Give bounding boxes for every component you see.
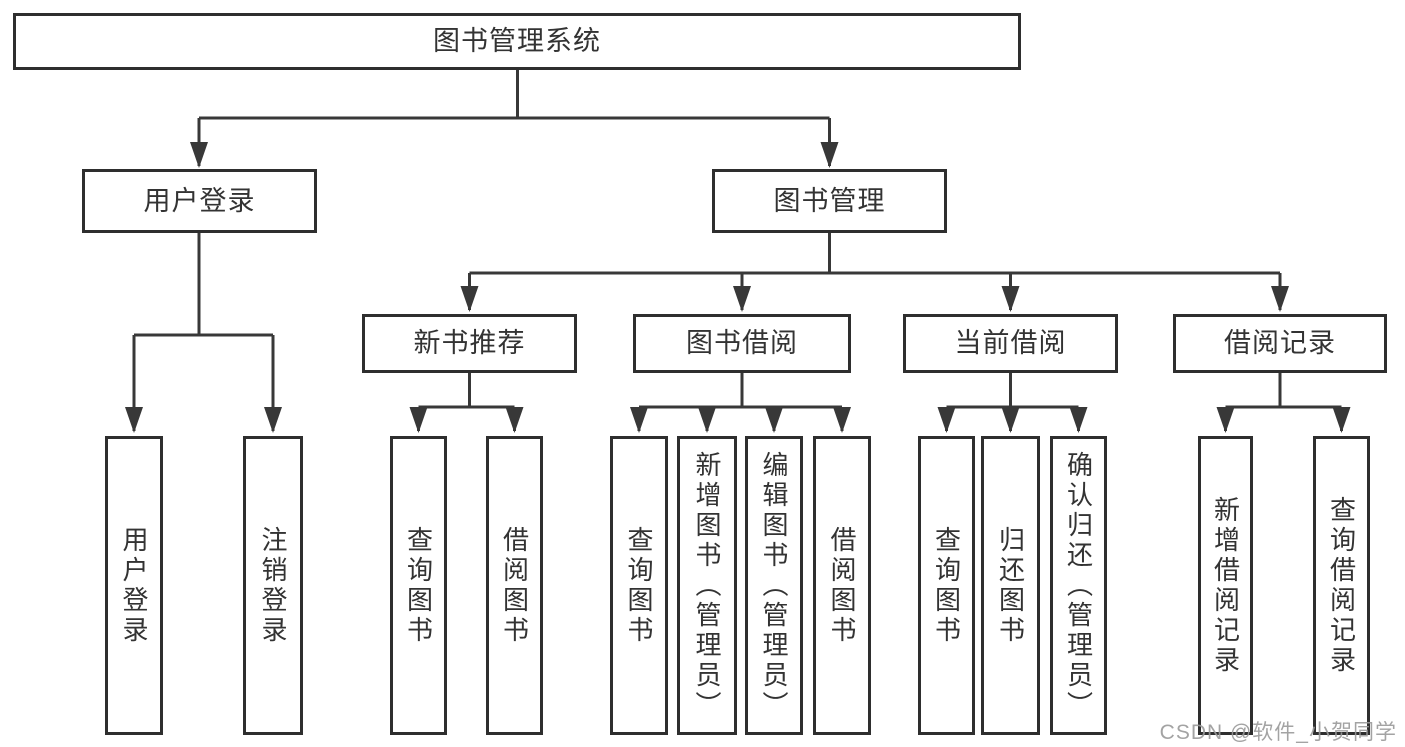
- node-borrow-records: 借阅记录: [1173, 314, 1387, 373]
- node-leaf-bb-query-books: 查询图书: [610, 436, 668, 735]
- node-label: 注销登录: [258, 525, 288, 646]
- node-leaf-cur-return-books: 归还图书: [981, 436, 1040, 735]
- node-label: 新增借阅记录: [1210, 495, 1241, 676]
- node-label: 图书管理: [773, 185, 886, 216]
- node-label: 查询图书: [624, 525, 654, 646]
- node-leaf-rec-query-books: 查询图书: [390, 436, 447, 735]
- node-label: 借阅图书: [827, 525, 857, 646]
- node-current-borrow: 当前借阅: [903, 314, 1118, 373]
- connector-book-mgmt-children: [460, 233, 1289, 312]
- node-label: 当前借阅: [954, 328, 1067, 358]
- connector-current-borrow-children: [937, 373, 1088, 433]
- node-label: 新书推荐: [413, 328, 526, 358]
- node-book-borrow: 图书借阅: [633, 314, 851, 373]
- node-leaf-bb-add-books: 新增图书（管理员）: [677, 436, 737, 735]
- connector-new-book-rec-children: [409, 373, 524, 433]
- node-leaf-add-borrow-record: 新增借阅记录: [1198, 436, 1253, 735]
- connector-book-borrow-children: [630, 373, 851, 433]
- node-leaf-bb-edit-books: 编辑图书（管理员）: [745, 436, 803, 735]
- node-root: 图书管理系统: [13, 13, 1021, 70]
- node-label: 借阅图书: [499, 525, 530, 646]
- node-label: 查询借阅记录: [1326, 495, 1357, 676]
- connector-user-login-children: [125, 233, 282, 433]
- node-book-mgmt: 图书管理: [712, 169, 947, 233]
- node-new-book-rec: 新书推荐: [362, 314, 577, 373]
- node-label: 查询图书: [931, 525, 962, 646]
- connector-borrow-records-children: [1216, 373, 1351, 433]
- node-leaf-cur-confirm-return: 确认归还（管理员）: [1050, 436, 1107, 735]
- node-label: 查询图书: [403, 525, 434, 646]
- node-leaf-rec-borrow-books: 借阅图书: [486, 436, 543, 735]
- node-leaf-bb-borrow-books: 借阅图书: [813, 436, 871, 735]
- node-label: 用户登录: [143, 185, 256, 216]
- node-leaf-logout: 注销登录: [243, 436, 303, 735]
- node-label: 编辑图书（管理员）: [759, 450, 789, 721]
- node-label: 确认归还（管理员）: [1063, 450, 1094, 721]
- node-leaf-query-borrow-record: 查询借阅记录: [1313, 436, 1370, 735]
- node-leaf-login: 用户登录: [105, 436, 163, 735]
- connector-root-to-level1: [190, 70, 839, 168]
- node-label: 归还图书: [995, 525, 1026, 646]
- node-label: 用户登录: [119, 525, 149, 646]
- node-label: 新增图书（管理员）: [692, 450, 722, 721]
- csdn-watermark: CSDN @软件_小贺同学: [1159, 721, 1397, 744]
- node-label: 图书管理系统: [433, 26, 601, 56]
- node-label: 图书借阅: [686, 328, 798, 358]
- node-leaf-cur-query-books: 查询图书: [918, 436, 975, 735]
- node-user-login: 用户登录: [82, 169, 317, 233]
- node-label: 借阅记录: [1224, 328, 1336, 358]
